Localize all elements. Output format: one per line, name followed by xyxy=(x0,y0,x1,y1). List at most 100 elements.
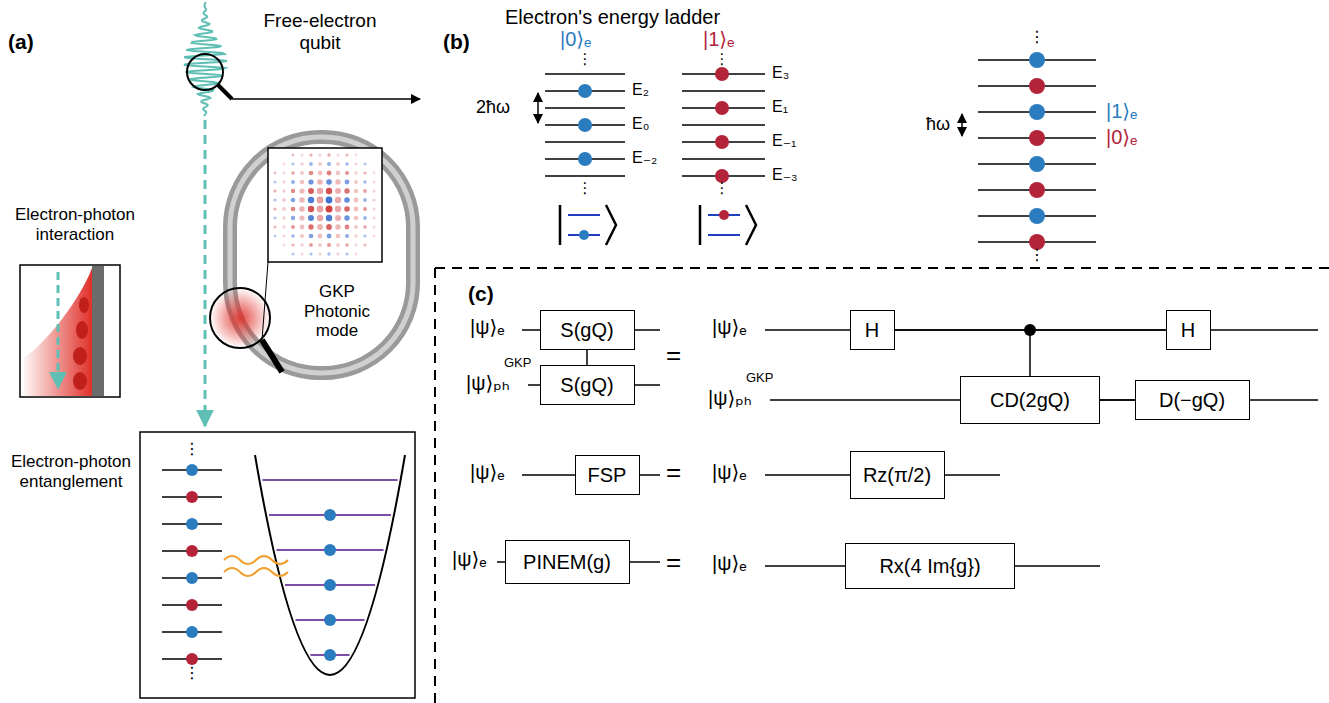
wigner-dot xyxy=(354,198,359,203)
wigner-dot xyxy=(282,198,286,202)
wigner-dot xyxy=(345,243,349,247)
text-label: |ψ⟩ₚₕ xyxy=(466,372,510,395)
wigner-dot xyxy=(309,162,313,166)
gate-label: H xyxy=(1181,319,1195,342)
wigner-dot xyxy=(372,189,375,192)
text-label: E₁ xyxy=(772,98,788,116)
inset-pointer xyxy=(262,262,268,340)
wigner-dot xyxy=(273,216,276,219)
circuit-wires xyxy=(497,330,1318,566)
gate-box: H xyxy=(1166,310,1211,350)
wigner-dot xyxy=(363,180,366,183)
wigner-dot xyxy=(273,189,276,192)
text-label: GKP xyxy=(504,356,531,371)
wigner-dot xyxy=(336,243,340,247)
electron-wavepacket xyxy=(184,2,227,116)
wigner-dot xyxy=(282,225,285,228)
gkp-pattern xyxy=(273,153,375,255)
wigner-dot xyxy=(283,244,286,247)
wigner-dot xyxy=(327,234,332,239)
wigner-dot xyxy=(299,215,304,220)
wigner-dot xyxy=(291,189,295,193)
wigner-dot xyxy=(354,234,358,238)
gate-box: PINEM(g) xyxy=(505,540,630,584)
gate-label: Rx(4 Im{g}) xyxy=(879,555,980,578)
magnifier xyxy=(187,54,223,90)
wigner-dot xyxy=(336,153,339,156)
gate-box: S(gQ) xyxy=(540,310,635,350)
wigner-dot xyxy=(274,181,277,184)
panel-label: (b) xyxy=(443,30,470,54)
wigner-dot xyxy=(335,215,341,221)
ladder-level xyxy=(545,73,625,75)
electron-path xyxy=(57,272,60,388)
level-dot xyxy=(324,579,336,591)
wigner-dot xyxy=(309,252,312,255)
text-label: E₀ xyxy=(632,115,649,133)
level-dot xyxy=(1029,130,1045,146)
wigner-dot xyxy=(354,225,358,229)
wigner-dot xyxy=(336,162,340,166)
wigner-dot xyxy=(355,154,358,157)
qubit-icon xyxy=(560,205,616,245)
panel-label: (a) xyxy=(8,30,34,54)
text-label: ħω xyxy=(926,114,950,135)
ellipsis-dots: ⋮ xyxy=(575,179,595,196)
entanglement-inset xyxy=(140,432,415,698)
wigner-dot xyxy=(335,188,341,194)
harmonic-potential xyxy=(255,455,405,675)
wigner-dot xyxy=(363,207,367,211)
wigner-dot xyxy=(299,188,304,193)
text-label: |ψ⟩ₚₕ xyxy=(708,387,752,410)
level-dot xyxy=(715,135,729,149)
text-label: |0⟩ₑ xyxy=(560,28,592,51)
wigner-dot xyxy=(327,252,330,255)
wigner-dot xyxy=(300,162,304,166)
wigner-dot xyxy=(327,171,332,176)
gate-label: FSP xyxy=(588,464,627,487)
level-dot xyxy=(715,101,729,115)
wigner-dot xyxy=(308,197,314,203)
gate-box: S(gQ) xyxy=(540,365,635,405)
wigner-dot xyxy=(273,198,276,201)
level-dot xyxy=(186,599,198,611)
equals-sign: = xyxy=(666,548,681,578)
wigner-dot xyxy=(363,216,367,220)
level-dot xyxy=(578,84,592,98)
wigner-dot xyxy=(300,171,304,175)
ellipsis-dots: ⋮ xyxy=(712,179,732,196)
ellipsis-dots: ⋮ xyxy=(712,50,732,67)
text-label: E₋₁ xyxy=(772,132,797,150)
text-label: |1⟩ₑ xyxy=(703,28,735,51)
qubit-icon xyxy=(700,205,756,245)
wigner-dot xyxy=(273,207,276,210)
wigner-dot xyxy=(335,197,341,203)
ellipsis-dots: ⋮ xyxy=(1027,246,1047,264)
wigner-dot xyxy=(344,206,350,212)
wigner-dot xyxy=(282,216,286,220)
wigner-dot xyxy=(318,153,321,156)
wigner-dot xyxy=(299,206,305,212)
wigner-dot xyxy=(354,189,358,193)
text-label: GKP xyxy=(746,371,773,386)
wigner-dot xyxy=(291,198,296,203)
text-label: E₃ xyxy=(772,64,789,82)
wigner-dot xyxy=(327,243,331,247)
equals-sign: = xyxy=(666,458,681,488)
gate-label: H xyxy=(865,319,879,342)
wigner-dot xyxy=(335,206,341,212)
wigner-dot xyxy=(335,179,340,184)
wigner-dot xyxy=(309,153,312,156)
wigner-dot xyxy=(309,234,314,239)
wigner-dot xyxy=(274,226,277,229)
circuit-wire xyxy=(895,329,1166,331)
spacing-arrow xyxy=(537,93,539,123)
gate-label: CD(2gQ) xyxy=(990,389,1070,412)
ladder-level xyxy=(682,124,765,126)
wigner-dot xyxy=(291,162,294,165)
wigner-dot xyxy=(299,197,305,203)
level-dot xyxy=(186,626,198,638)
wigner-dot xyxy=(300,234,304,238)
text-label: Free-electron qubit xyxy=(245,10,395,54)
wigner-dot xyxy=(363,198,367,202)
